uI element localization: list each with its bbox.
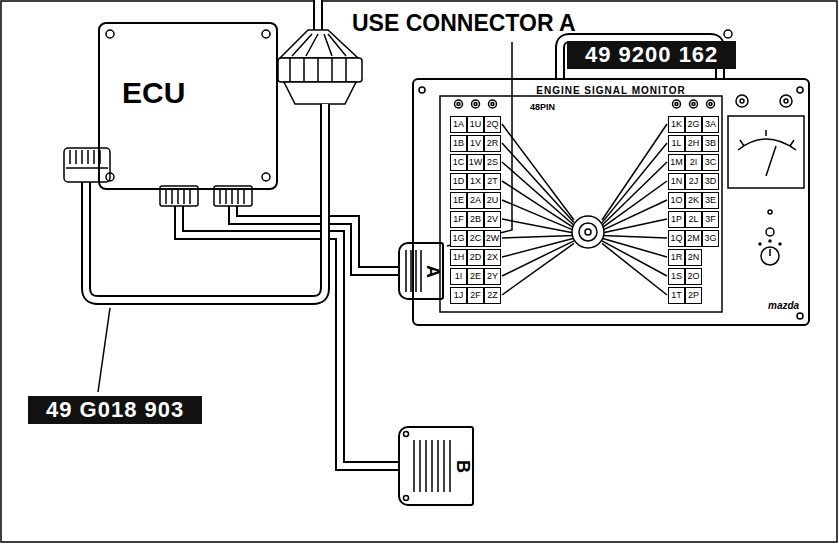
pin-trace bbox=[602, 241, 667, 276]
part-number: 49 9200 162 bbox=[585, 42, 718, 68]
pin-name: 1R bbox=[668, 249, 685, 266]
pin-name: 1W bbox=[467, 154, 484, 171]
monitor-handle bbox=[560, 30, 732, 78]
pin-name: 1K bbox=[668, 116, 685, 133]
pin-name: 2D bbox=[467, 249, 484, 266]
connector-a: A bbox=[398, 242, 444, 300]
pin-name: 2Z bbox=[484, 287, 501, 304]
pin-name: 3B bbox=[702, 135, 719, 152]
pin-name: 2K bbox=[685, 192, 702, 209]
monitor-face bbox=[419, 87, 804, 319]
pin-trace bbox=[502, 143, 574, 223]
pin-trace bbox=[602, 219, 667, 233]
part-number-tag: 49 9200 162 bbox=[567, 41, 736, 69]
pin-name: 1D bbox=[450, 173, 467, 190]
harness-junction bbox=[278, 0, 362, 104]
pin-count: 48PIN bbox=[530, 102, 555, 112]
pin-name: 2E bbox=[467, 268, 484, 285]
pin-name: 3A bbox=[702, 116, 719, 133]
ecu-box: ECU bbox=[98, 22, 278, 190]
pin-name: 2X bbox=[484, 249, 501, 266]
pin-name: 2Y bbox=[484, 268, 501, 285]
pin-trace bbox=[502, 238, 574, 257]
pin-trace bbox=[602, 243, 667, 295]
part-number: 49 G018 903 bbox=[46, 397, 184, 423]
pin-name: 1I bbox=[450, 268, 467, 285]
cable-core bbox=[179, 190, 398, 466]
pin-name: 2U bbox=[484, 192, 501, 209]
check-connector bbox=[64, 104, 325, 300]
pin-trace bbox=[602, 143, 667, 223]
pin-name: 2I bbox=[685, 154, 702, 171]
pin-name: 2W bbox=[484, 230, 501, 247]
pin-name: 2Q bbox=[484, 116, 501, 133]
pin-name: 1F bbox=[450, 211, 467, 228]
pin-trace bbox=[502, 236, 574, 238]
pin-name: 2R bbox=[484, 135, 501, 152]
pin-name: 1S bbox=[668, 268, 685, 285]
pin-name: 3F bbox=[702, 211, 719, 228]
pin-name: 1U bbox=[467, 116, 484, 133]
pin-name: 2F bbox=[467, 287, 484, 304]
pin-name: 1O bbox=[668, 192, 685, 209]
pin-name: 1P bbox=[668, 211, 685, 228]
leader-line bbox=[447, 42, 512, 246]
pin-name: 1X bbox=[467, 173, 484, 190]
pin-name: 2N bbox=[685, 249, 702, 266]
brand-logo: mazda bbox=[768, 300, 799, 311]
pin-name: 3D bbox=[702, 173, 719, 190]
pin-name: 1B bbox=[450, 135, 467, 152]
pin-name: 2C bbox=[467, 230, 484, 247]
pin-name: 1C bbox=[450, 154, 467, 171]
pin-name: 1J bbox=[450, 287, 467, 304]
pin-trace bbox=[502, 243, 574, 295]
pin-trace bbox=[602, 238, 667, 257]
pin-name: 2V bbox=[484, 211, 501, 228]
pin-name: 1A bbox=[450, 116, 467, 133]
pin-name: 1M bbox=[668, 154, 685, 171]
instruction-note: USE CONNECTOR A bbox=[352, 10, 576, 37]
pin-name: 2H bbox=[685, 135, 702, 152]
pin-name: 2A bbox=[467, 192, 484, 209]
pin-name: 3G bbox=[702, 230, 719, 247]
pin-name: 2S bbox=[484, 154, 501, 171]
connector-b: B bbox=[398, 426, 474, 506]
pin-name: 3C bbox=[702, 154, 719, 171]
monitor-title: ENGINE SIGNAL MONITOR bbox=[414, 85, 808, 96]
pin-name: 1G bbox=[450, 230, 467, 247]
pin-name: 2O bbox=[685, 268, 702, 285]
pin-trace bbox=[502, 241, 574, 276]
pin-name: 1N bbox=[668, 173, 685, 190]
pin-name: 2B bbox=[467, 211, 484, 228]
pin-name: 3E bbox=[702, 192, 719, 209]
pin-name: 2J bbox=[685, 173, 702, 190]
cable-outline bbox=[179, 190, 398, 466]
pin-name: 2M bbox=[685, 230, 702, 247]
pin-name: 1Q bbox=[668, 230, 685, 247]
pin-name: 1T bbox=[668, 287, 685, 304]
pin-name: 1V bbox=[467, 135, 484, 152]
pin-name: 1E bbox=[450, 192, 467, 209]
pin-trace bbox=[602, 236, 667, 238]
pin-trace bbox=[502, 219, 574, 233]
leader-line bbox=[98, 308, 110, 392]
part-number-tag: 49 G018 903 bbox=[28, 396, 202, 424]
pin-name: 1H bbox=[450, 249, 467, 266]
connector-letter: A bbox=[422, 265, 443, 278]
pin-name: 1L bbox=[668, 135, 685, 152]
pin-name: 2G bbox=[685, 116, 702, 133]
ecu-label: ECU bbox=[122, 76, 185, 110]
pin-name: 2T bbox=[484, 173, 501, 190]
pin-name: 2P bbox=[685, 287, 702, 304]
harness-cable bbox=[179, 190, 398, 466]
pin-name: 2L bbox=[685, 211, 702, 228]
connector-letter: B bbox=[452, 460, 473, 473]
ecu-hardware bbox=[106, 30, 270, 206]
